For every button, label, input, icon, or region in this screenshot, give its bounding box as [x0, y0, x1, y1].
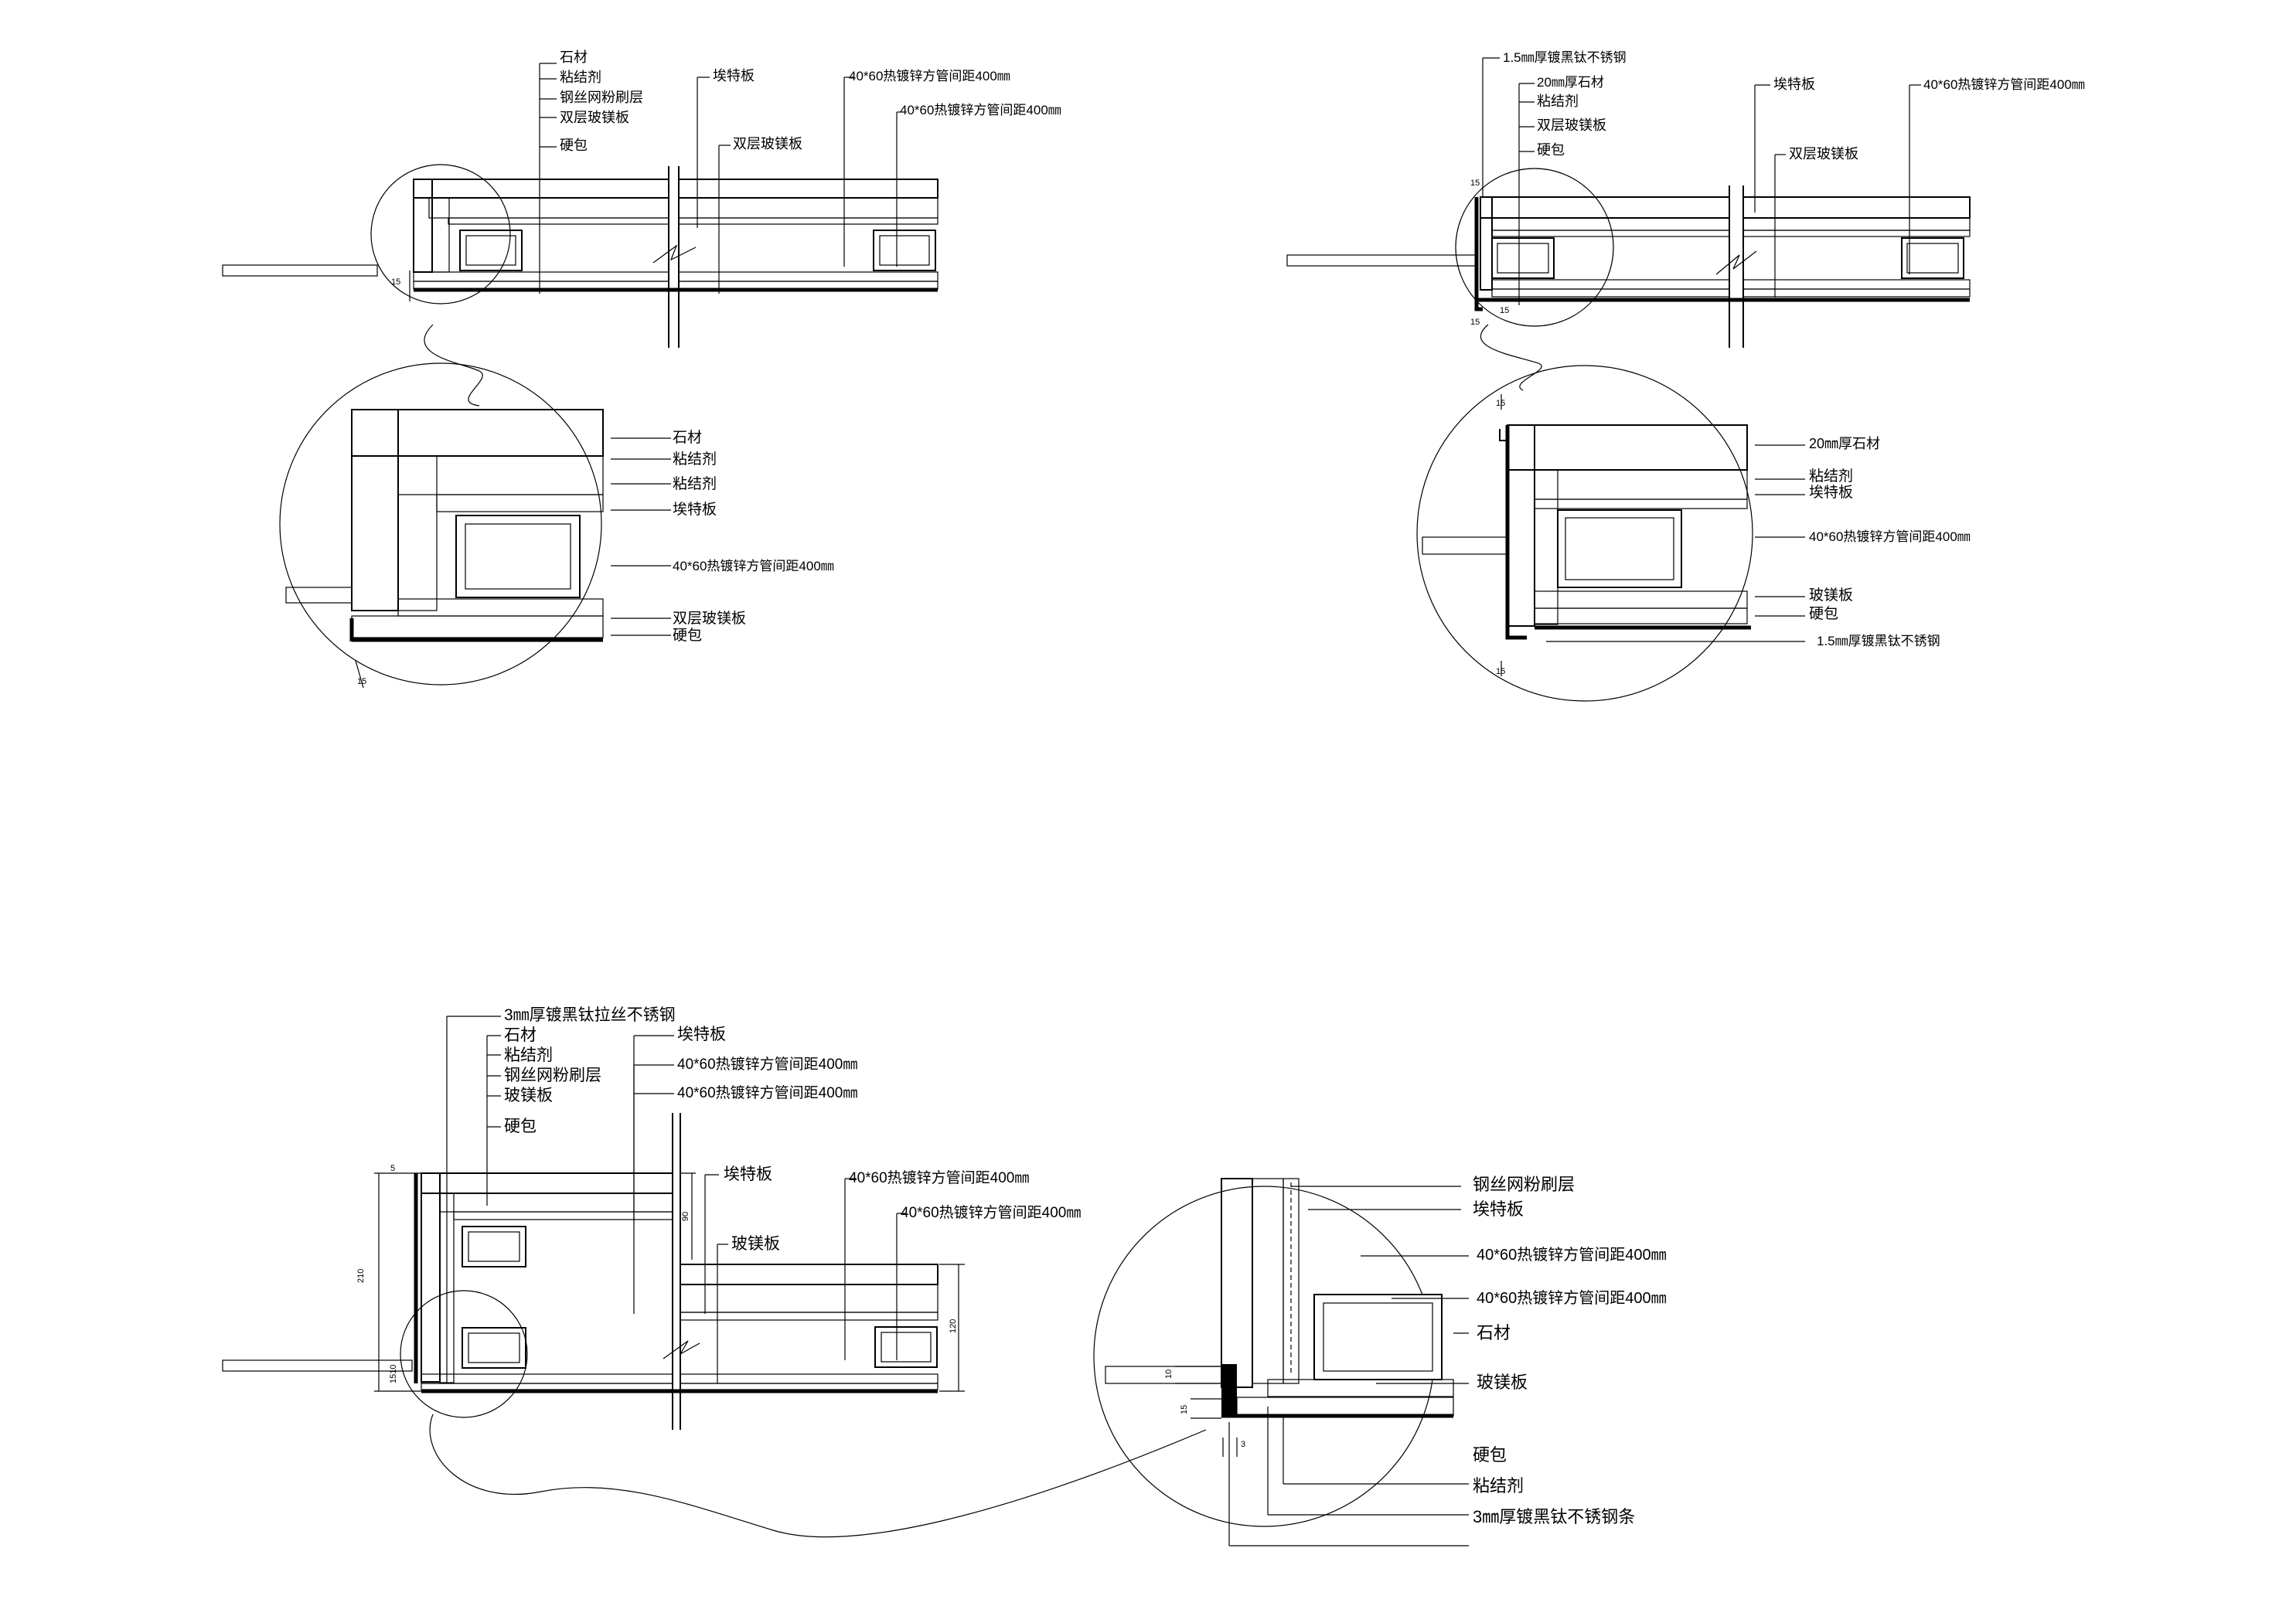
d2-label-pipe: 40*60热镀锌方管间距400㎜: [1923, 77, 2085, 92]
d3-label-pipe-top2: 40*60热镀锌方管间距400㎜: [677, 1084, 857, 1101]
d3d-label-8: 3㎜厚镀黑钛不锈钢条: [1473, 1507, 1635, 1526]
d1-label-adhesive: 粘结剂: [560, 70, 601, 85]
d2d-label-2: 埃特板: [1809, 484, 1853, 501]
d3-label-etb-top: 埃特板: [677, 1026, 726, 1043]
d2-label-adhesive: 粘结剂: [1537, 94, 1579, 109]
d2-dim-0: 15: [1470, 179, 1480, 188]
d1-label-hardpack: 硬包: [560, 138, 588, 153]
d2-label-etb: 埃特板: [1773, 77, 1815, 92]
d3-label-pipe1: 40*60热镀锌方管间距400㎜: [849, 1169, 1029, 1186]
d3d-dim-3: 3: [1241, 1440, 1245, 1449]
d3d-label-1: 埃特板: [1473, 1199, 1524, 1219]
d3d-label-0: 钢丝网粉刷层: [1473, 1175, 1575, 1194]
d2d-label-6: 1.5㎜厚镀黑钛不锈钢: [1817, 634, 1940, 648]
d1d-dim: 15: [357, 677, 366, 686]
d2-label-ss: 1.5㎜厚镀黑钛不锈钢: [1503, 50, 1627, 65]
d3-label-pipe-top1: 40*60热镀锌方管间距400㎜: [677, 1056, 857, 1073]
d3d-dim-15: 15: [1180, 1405, 1189, 1414]
detail-2-zoom: 15 15 20㎜厚石材 粘结剂 埃特板 40*60热镀锌方管间距400㎜ 玻镁…: [1416, 365, 1971, 702]
d3-dim-120: 120: [949, 1319, 958, 1333]
d3d-dim-10: 10: [1164, 1370, 1174, 1379]
d1-label-glass: 双层玻镁板: [733, 136, 802, 151]
d1d-label-3: 埃特板: [673, 501, 717, 518]
d1d-label-1: 粘结剂: [673, 451, 717, 468]
detail-3-zoom: 10 15 3 钢丝网粉刷层 埃特板 40*60热镀锌方管间距400㎜ 40*6…: [1093, 1175, 1667, 1546]
detail-2: 15 15 15 1.5㎜厚镀黑钛不锈钢 20㎜厚石材 粘结剂 双层玻镁板 硬包…: [1286, 50, 2085, 391]
d3-dim-1510: 1510: [389, 1365, 398, 1383]
d3-label-pipe2: 40*60热镀锌方管间距400㎜: [901, 1204, 1081, 1221]
d3d-label-5: 玻镁板: [1477, 1373, 1528, 1392]
d3-label-wiremesh: 钢丝网粉刷层: [504, 1067, 601, 1084]
d1d-label-6: 硬包: [673, 627, 702, 644]
d2d-label-4: 玻镁板: [1809, 587, 1853, 604]
d1-label-mgo: 双层玻镁板: [560, 110, 629, 125]
d1d-label-4: 40*60热镀锌方管间距400㎜: [673, 559, 834, 573]
d1-label-pipe1: 40*60热镀锌方管间距400㎜: [849, 69, 1010, 83]
d2d-label-0: 20㎜厚石材: [1809, 436, 1880, 451]
d3-label-glass: 玻镁板: [731, 1235, 780, 1253]
d1d-label-0: 石材: [673, 429, 702, 446]
d1-label-etb: 埃特板: [713, 68, 755, 83]
d3-label-stone: 石材: [504, 1026, 537, 1044]
detail-1-zoom: 15 石材 粘结剂 粘结剂 埃特板 40*60热镀锌方管间距400㎜ 双层玻镁板…: [279, 362, 834, 689]
d3-dim-5: 5: [390, 1164, 395, 1173]
d2-label-mgo: 双层玻镁板: [1537, 117, 1606, 133]
d2-label-hardpack: 硬包: [1537, 142, 1565, 158]
d2d-label-1: 粘结剂: [1809, 468, 1853, 485]
d2d-label-5: 硬包: [1809, 605, 1838, 622]
detail-1: 15 石材 粘结剂 钢丝网粉刷层 双层玻镁板 硬包 埃特板 40*60热镀锌方管…: [222, 49, 1061, 407]
d3d-label-3: 40*60热镀锌方管间距400㎜: [1477, 1289, 1667, 1307]
d2d-dim-0: 15: [1496, 399, 1505, 408]
d3-label-hardpack: 硬包: [504, 1118, 537, 1135]
d1-label-wiremesh: 钢丝网粉刷层: [560, 90, 643, 105]
d2-label-glass: 双层玻镁板: [1789, 146, 1858, 162]
d3-dim-210: 210: [356, 1269, 366, 1283]
detail-3: 210 90 120 1510 5 3㎜厚镀黑钛拉丝不锈钢 石材 粘结剂 钢丝网…: [222, 1006, 1207, 1538]
d3d-label-7: 粘结剂: [1473, 1476, 1524, 1495]
d1-label-pipe2: 40*60热镀锌方管间距400㎜: [900, 103, 1061, 117]
d2-label-stone: 20㎜厚石材: [1537, 75, 1604, 90]
d1-dim: 15: [391, 277, 400, 287]
d2-dim-1: 15: [1500, 306, 1509, 315]
d3d-label-2: 40*60热镀锌方管间距400㎜: [1477, 1246, 1667, 1264]
d2d-label-3: 40*60热镀锌方管间距400㎜: [1809, 529, 1971, 544]
d2d-dim-1: 15: [1496, 667, 1505, 676]
d2-dim-2: 15: [1470, 318, 1480, 327]
d1d-label-2: 粘结剂: [673, 475, 717, 492]
d1-label-stone: 石材: [560, 49, 588, 65]
d3d-label-4: 石材: [1477, 1323, 1511, 1342]
d3d-label-6: 硬包: [1473, 1445, 1507, 1465]
d3-label-ss: 3㎜厚镀黑钛拉丝不锈钢: [504, 1006, 676, 1024]
d1d-label-5: 双层玻镁板: [673, 610, 746, 627]
d3-label-mgo: 玻镁板: [504, 1087, 553, 1104]
d3-dim-90: 90: [681, 1212, 690, 1221]
d3-label-adhesive: 粘结剂: [504, 1046, 553, 1064]
d3-label-etb: 埃特板: [724, 1165, 772, 1183]
